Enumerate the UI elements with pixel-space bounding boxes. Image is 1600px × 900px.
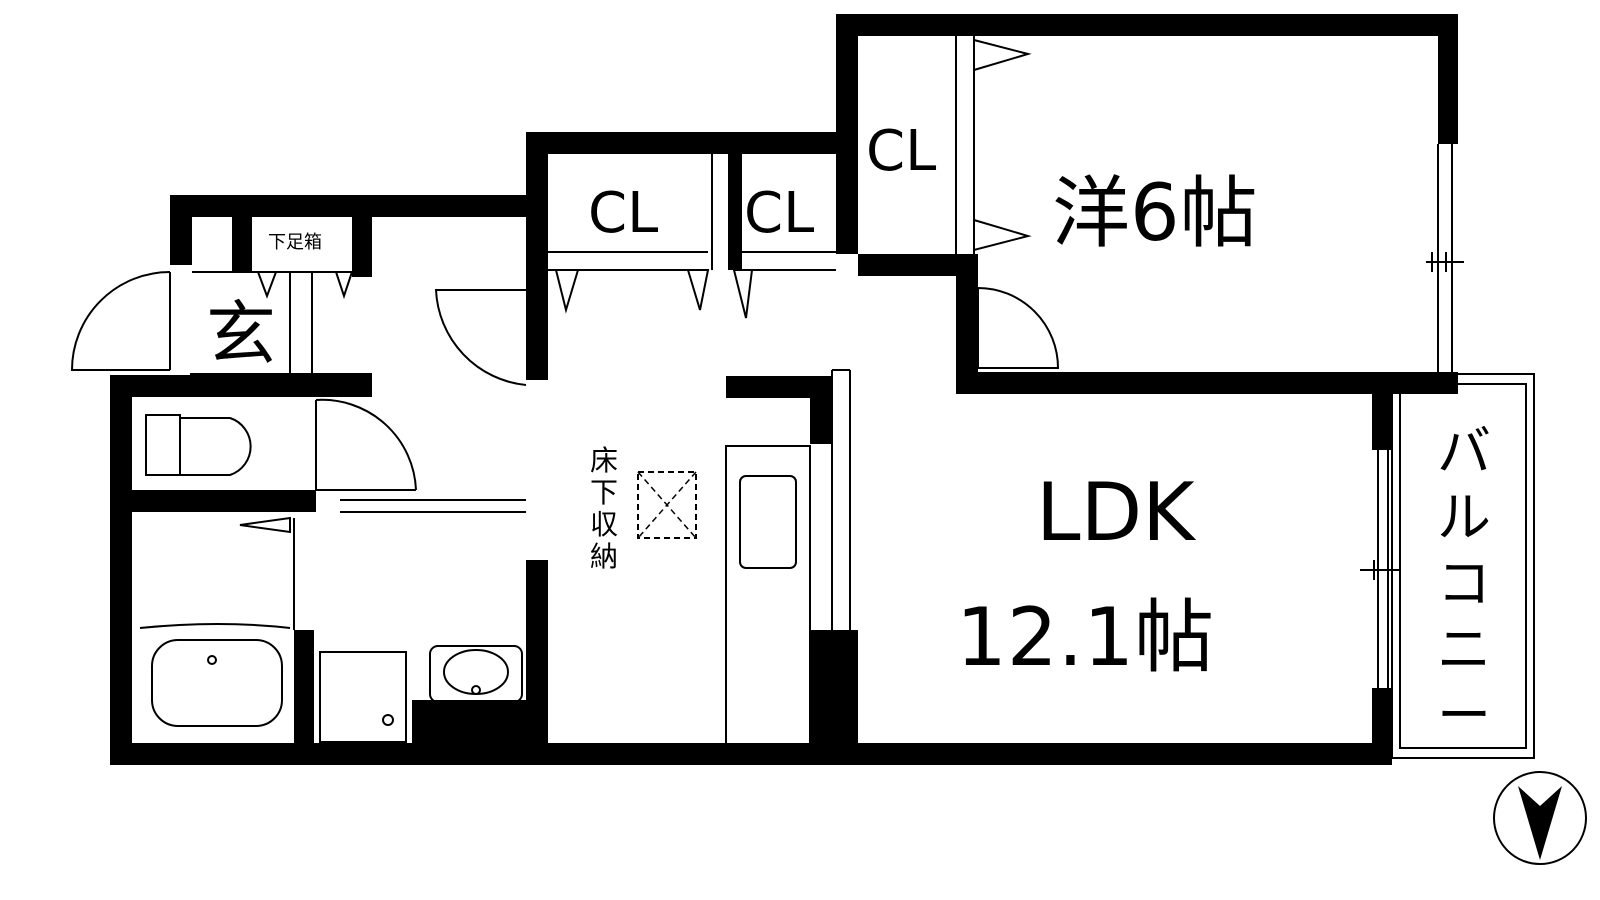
north-arrow-icon	[1493, 771, 1587, 865]
balcony-label-char: ー	[1437, 684, 1491, 747]
shoe-box-label: 下足箱	[268, 232, 322, 253]
underfloor-label-char: 下	[590, 476, 618, 509]
room-label-ldk: LDK	[1036, 466, 1197, 559]
underfloor-label-char: 床	[590, 444, 618, 477]
balcony-label-char: バ	[1437, 420, 1491, 483]
underfloor-label-char: 納	[590, 540, 618, 573]
room-size-ldk: 12.1帖	[956, 591, 1214, 684]
closet-label-2: CL	[744, 181, 814, 246]
balcony-label-char: ル	[1437, 486, 1491, 549]
room-label-western: 洋6帖	[1052, 169, 1258, 259]
balcony-label-char: ニ	[1437, 618, 1491, 681]
underfloor-label-char: 収	[590, 508, 618, 541]
closet-label-3: CL	[866, 119, 936, 184]
entrance-label: 玄	[206, 293, 276, 375]
balcony-label-char: コ	[1437, 552, 1491, 615]
fixtures	[70, 36, 1535, 759]
walls	[110, 14, 1458, 765]
closet-label-1: CL	[588, 181, 658, 246]
